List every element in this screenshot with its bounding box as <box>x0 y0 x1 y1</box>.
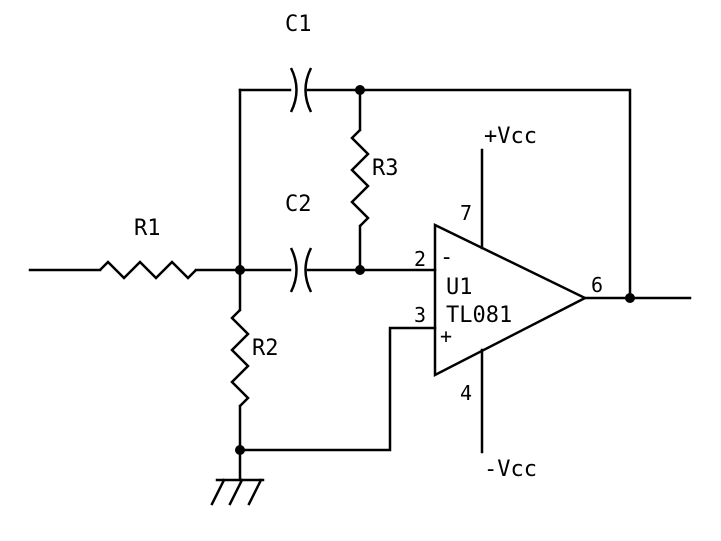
capacitor-c2-symbol <box>289 247 313 293</box>
pin-6-number: 6 <box>591 273 603 297</box>
resistor-r1-symbol <box>99 260 197 280</box>
negative-supply-label: -Vcc <box>484 457 537 482</box>
ground-icon <box>210 478 265 506</box>
capacitor-c1-symbol <box>289 67 313 113</box>
c1-label: C1 <box>285 12 312 37</box>
r3-label: R3 <box>372 156 399 181</box>
wires <box>28 88 692 482</box>
junction-output <box>625 293 635 303</box>
resistor-r2-symbol <box>230 309 250 407</box>
noninverting-input-symbol: + <box>440 324 452 348</box>
positive-supply-label: +Vcc <box>484 124 537 149</box>
junction-c1-r3 <box>355 85 365 95</box>
junctions <box>235 85 635 455</box>
junction-c2-r3 <box>355 265 365 275</box>
junction-node-left <box>235 265 245 275</box>
c2-label: C2 <box>285 192 312 217</box>
pin-7-number: 7 <box>460 201 472 225</box>
opamp-designator: U1 <box>446 275 473 300</box>
resistor-r3-symbol <box>350 129 370 227</box>
pin-2-number: 2 <box>414 247 426 271</box>
pin-4-number: 4 <box>460 381 472 405</box>
junction-ground <box>235 445 245 455</box>
ground-to-noninverting-wire <box>238 326 437 452</box>
inverting-input-symbol: - <box>440 245 453 270</box>
r1-label: R1 <box>134 216 161 241</box>
pin-3-number: 3 <box>414 303 426 327</box>
c1-right-feedback-wire <box>306 88 632 300</box>
opamp-u1-triangle <box>433 223 588 378</box>
opamp-part-number: TL081 <box>446 303 512 328</box>
r2-label: R2 <box>252 336 279 361</box>
